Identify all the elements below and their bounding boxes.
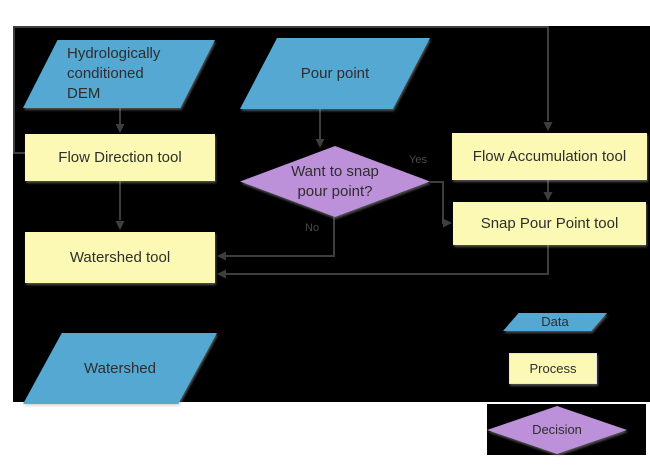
arrowhead <box>115 221 125 230</box>
data-parallelogram: Pour point <box>240 38 430 109</box>
node-label: Flow Accumulation tool <box>472 147 627 165</box>
connector-flowdirection-to-flowaccumulation <box>13 26 549 154</box>
node-snap-pour-point-tool: Snap Pour Point tool <box>453 202 646 245</box>
node-flow-accumulation-tool: Flow Accumulation tool <box>452 133 647 180</box>
process-rectangle: Flow Direction tool <box>25 134 215 181</box>
legend-decision-diamond: Decision <box>487 406 627 454</box>
legend-data-parallelogram: Data <box>503 313 607 331</box>
node-hydrologically-conditioned-dem: Hydrologically conditioned DEM <box>23 40 215 108</box>
node-label: Snap Pour Point tool <box>480 214 619 232</box>
legend-label: Data <box>541 314 569 329</box>
legend-item-data: Data <box>503 313 607 331</box>
data-parallelogram: Hydrologically conditioned DEM <box>23 40 215 108</box>
arrowhead <box>543 192 553 201</box>
legend-item-decision: Decision <box>487 406 627 454</box>
process-rectangle: Flow Accumulation tool <box>452 133 647 180</box>
node-want-to-snap-decision: Want to snap pour point? <box>240 146 430 217</box>
connector-snappourpoint-to-watershedtool <box>226 245 549 275</box>
legend-item-process: Process <box>509 353 597 384</box>
node-flow-direction-tool: Flow Direction tool <box>25 134 215 181</box>
branch-label-yes: Yes <box>409 154 427 166</box>
process-rectangle: Watershed tool <box>25 232 215 283</box>
legend-process-rectangle: Process <box>509 353 597 384</box>
branch-label-no: No <box>305 222 320 234</box>
arrowhead <box>217 251 226 261</box>
decision-diamond: Want to snap pour point? <box>240 146 430 217</box>
arrowhead <box>315 139 325 148</box>
node-pour-point: Pour point <box>240 38 430 109</box>
node-label: Hydrologically conditioned DEM <box>67 45 161 102</box>
connector-decision-no-to-watershedtool <box>226 217 335 257</box>
arrowhead <box>443 218 452 228</box>
arrowhead <box>543 122 553 131</box>
arrowhead <box>115 124 125 133</box>
node-label: Watershed <box>84 359 156 377</box>
node-label: Watershed tool <box>69 248 171 266</box>
node-label: Pour point <box>300 64 370 82</box>
legend-label: Process <box>529 360 577 376</box>
node-watershed-output: Watershed <box>23 333 217 404</box>
data-parallelogram: Watershed <box>23 333 217 404</box>
process-rectangle: Snap Pour Point tool <box>453 202 646 245</box>
node-label: Want to snap pour point? <box>291 162 379 200</box>
legend-label: Decision <box>532 422 582 437</box>
arrowhead <box>217 269 226 279</box>
node-watershed-tool: Watershed tool <box>25 232 215 283</box>
node-label: Flow Direction tool <box>58 148 182 166</box>
connector-decision-yes-to-snappourpoint <box>430 181 444 224</box>
